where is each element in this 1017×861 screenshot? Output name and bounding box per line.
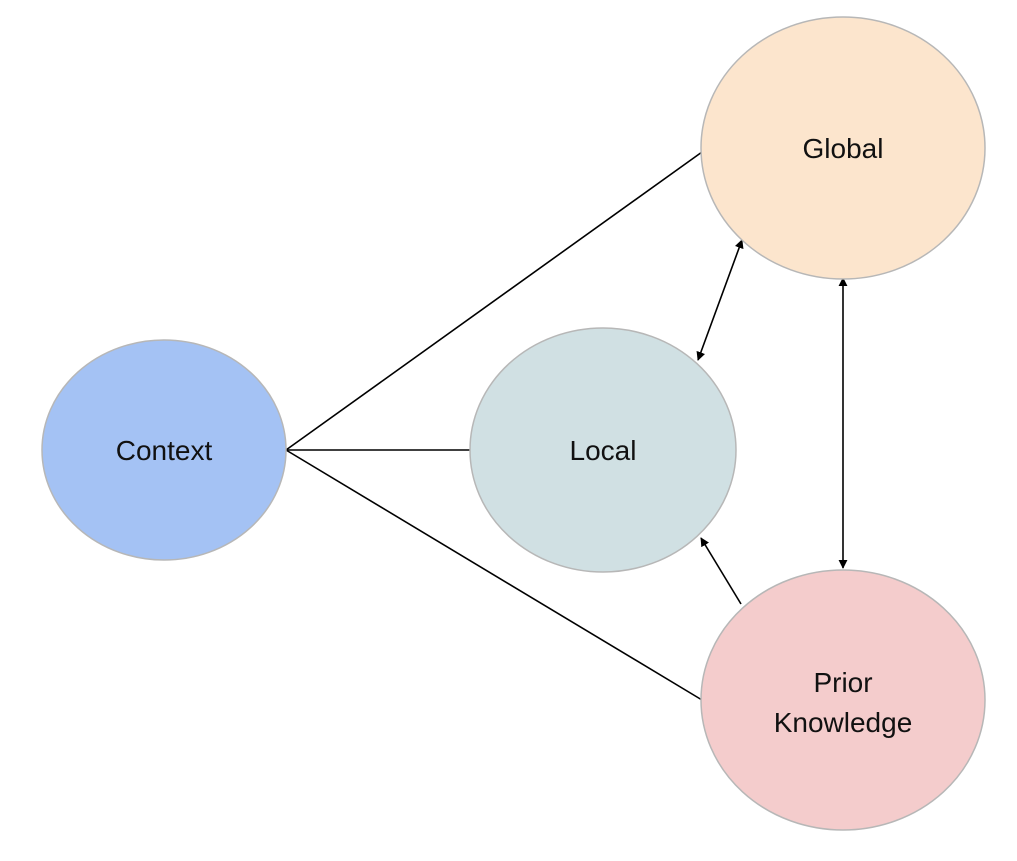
node-prior-label-line1: Prior [813, 667, 872, 698]
edge-context-global [285, 151, 703, 451]
node-prior-shape [700, 569, 986, 831]
node-global-shape [700, 16, 986, 280]
node-global: Global [700, 16, 986, 280]
node-prior-label-line2: Knowledge [774, 707, 913, 738]
node-local: Local [469, 327, 737, 573]
node-global-label: Global [803, 133, 884, 164]
edge-context-prior [285, 449, 703, 701]
node-prior-knowledge: Prior Knowledge [700, 569, 986, 831]
node-context-label: Context [116, 435, 213, 466]
node-local-label: Local [570, 435, 637, 466]
arrow-prior-local [700, 537, 742, 605]
arrow-local-global [696, 239, 744, 361]
node-context: Context [41, 339, 287, 561]
node-local-shape [469, 327, 737, 573]
node-context-shape [41, 339, 287, 561]
